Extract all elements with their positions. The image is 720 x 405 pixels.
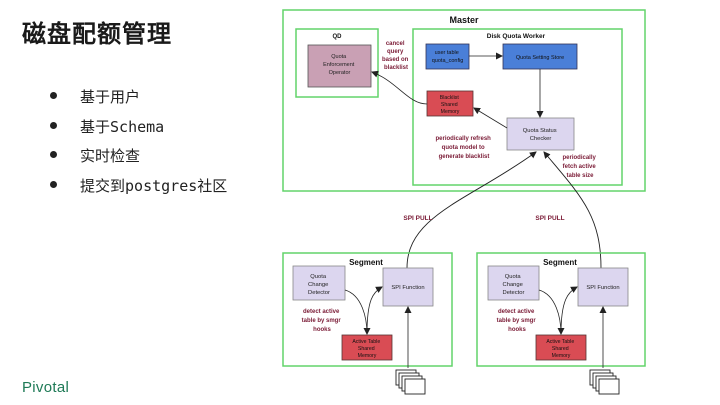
cancel-query-note: cancel query based on blacklist [382, 41, 410, 71]
quota-change-detector-box-1 [292, 265, 346, 301]
segment-frame-1 [282, 252, 453, 367]
master-label: Master [449, 15, 479, 25]
spi-function-box-2 [577, 267, 629, 307]
active-table-shared-memory-box-1 [341, 334, 393, 361]
worker-label: Disk Quota Worker [487, 33, 546, 40]
spi-function-text-1: SPI Function [391, 285, 424, 291]
detect-active-note-2: detect active table by smgr hooks [497, 309, 538, 333]
enforcement-text: Quota Enforcement Operator [323, 54, 356, 76]
detector-text-1: Quota Change Detector [308, 274, 330, 296]
segment-label-1: Segment [349, 258, 383, 267]
bullet-text: 基于Schema [80, 117, 165, 136]
spi-function-text-2: SPI Function [586, 285, 619, 291]
slide-title: 磁盘配额管理 [22, 20, 172, 48]
bullet-dot [50, 121, 57, 129]
active-table-shared-memory-box-2 [535, 334, 587, 361]
spi-pull-curve-1 [406, 151, 537, 269]
arrow-detector-to-active-mem-2 [538, 289, 565, 335]
spi-pull-curve-2 [543, 151, 602, 269]
active-mem-text-1: Active Table Shared Memory [352, 339, 381, 359]
bullet-text: 提交到postgres社区 [80, 176, 228, 195]
setting-store-text: Quota Setting Store [516, 55, 564, 61]
disk-quota-worker-frame [412, 28, 623, 186]
bullet-dot [50, 92, 57, 99]
bullet-text: 基于用户 [80, 88, 141, 106]
detect-active-note-1: detect active table by smgr hooks [302, 309, 343, 333]
quota-status-checker-box [506, 117, 575, 151]
user-table-box [425, 43, 470, 70]
arrow-detector-to-active-mem-1 [344, 289, 371, 335]
arrow-blacklist-to-enforcement [371, 70, 428, 105]
user-table-text: user table quota_config [432, 50, 464, 64]
spi-pull-label-2: SPI PULL [535, 215, 564, 222]
master-frame [282, 9, 646, 192]
arrow-active-mem-to-spi-2 [560, 286, 578, 335]
blacklist-shared-memory-box [426, 90, 474, 117]
bullet-dot [50, 180, 57, 188]
bullet-text: 实时检查 [80, 147, 141, 165]
spi-function-box-1 [382, 267, 434, 307]
fetch-active-note: periodically fetch active table size [562, 155, 597, 179]
quota-change-detector-box-2 [487, 265, 540, 301]
segment-label-2: Segment [543, 258, 577, 267]
detector-text-2: Quota Change Detector [503, 274, 525, 296]
refresh-quota-note: periodically refresh quota model to gene… [435, 136, 492, 160]
data-files-icon-1 [395, 369, 426, 395]
blacklist-text: Blacklist Shared Memory [440, 95, 460, 115]
arrow-checker-to-blacklist [473, 107, 508, 129]
qd-label: QD [333, 34, 343, 40]
segment-frame-2 [476, 252, 646, 367]
bullet-dot [50, 151, 57, 158]
quota-setting-store-box [502, 43, 578, 70]
quota-enforcement-operator-box [307, 44, 372, 88]
qd-frame [295, 28, 379, 98]
pivotal-logo: Pivotal [22, 379, 70, 396]
arrow-active-mem-to-spi-1 [366, 286, 383, 335]
status-checker-text: Quota Status Checker [523, 128, 558, 142]
data-files-icon-2 [589, 369, 620, 395]
spi-pull-label-1: SPI PULL [403, 215, 432, 222]
active-mem-text-2: Active Table Shared Memory [546, 339, 575, 359]
